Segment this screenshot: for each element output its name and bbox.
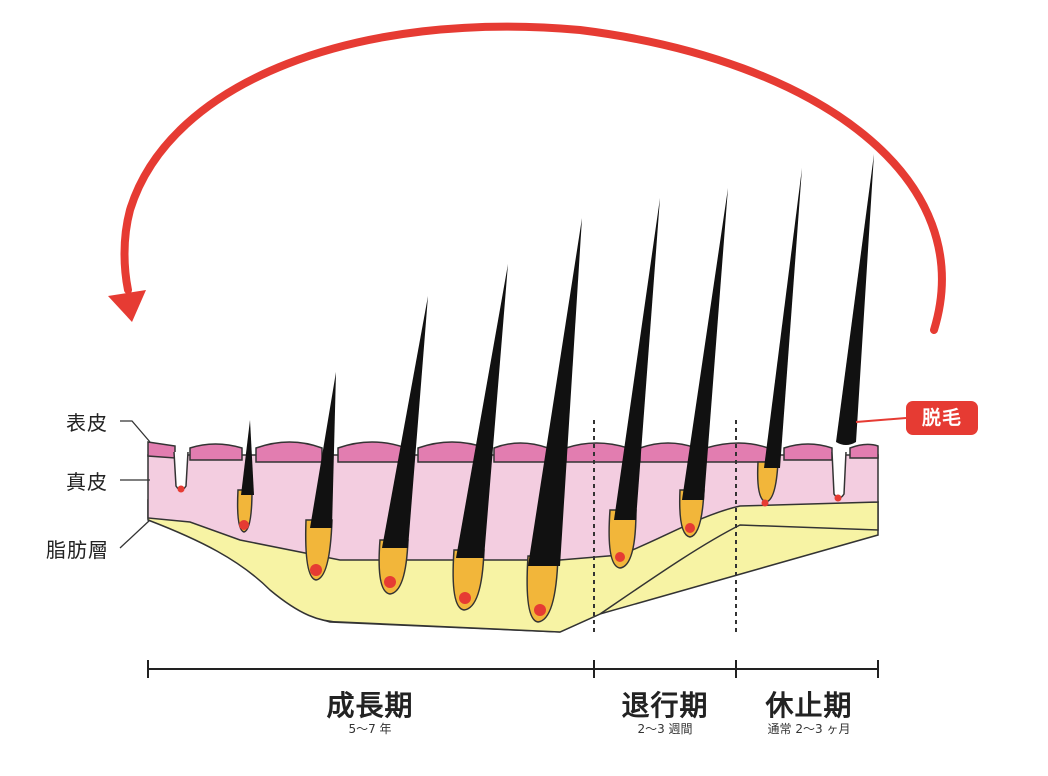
hair-shaft (614, 198, 660, 520)
badge-pointer (855, 417, 907, 423)
phase-duration-regression: 2〜3 週間 (637, 722, 693, 736)
leader-line (119, 519, 151, 549)
label-epidermis: 表皮 (66, 411, 108, 435)
cycle-arrow-head (108, 290, 146, 322)
label-fat: 脂肪層 (46, 538, 109, 562)
follicle-empty-left (173, 451, 189, 491)
hair-shaft (241, 420, 254, 495)
phase-title-regression: 退行期 (621, 689, 709, 722)
papilla-dot (384, 576, 396, 588)
leader-line (120, 420, 151, 443)
hair-shaft (682, 188, 728, 500)
hair-bulb (304, 519, 333, 581)
hair-shaft (528, 218, 582, 566)
hair-loss-badge: 脱毛 (906, 401, 978, 435)
timeline (147, 660, 879, 678)
phase-title-resting: 休止期 (765, 689, 853, 722)
phase-title-growth: 成長期 (326, 689, 414, 722)
papilla-dot (834, 494, 842, 502)
phase-duration-resting: 通常 2〜3 ヶ月 (767, 722, 851, 736)
epidermis-layer (147, 441, 879, 463)
papilla-dot (534, 604, 546, 616)
hair-bulb (526, 555, 559, 623)
papilla-dot (459, 592, 471, 604)
papilla-dot (239, 520, 249, 530)
papilla-dot (310, 564, 322, 576)
hair-shaft (764, 168, 802, 468)
papilla-dot (761, 499, 769, 507)
hair-shaft (382, 296, 428, 548)
hair-bulb (678, 489, 705, 538)
cycle-arrow (120, 22, 946, 334)
phase-duration-growth: 5〜7 年 (348, 722, 392, 736)
hair-shaft (456, 264, 508, 558)
papilla-dot (685, 523, 695, 533)
hair-bulb (608, 509, 637, 569)
papilla-dot (615, 552, 625, 562)
hair-follicles (236, 154, 874, 623)
label-dermis: 真皮 (66, 470, 108, 494)
hair-shaft (836, 154, 874, 445)
hair-shaft (310, 372, 336, 528)
follicle-empty-right (831, 451, 847, 499)
papilla-dot (177, 485, 185, 493)
